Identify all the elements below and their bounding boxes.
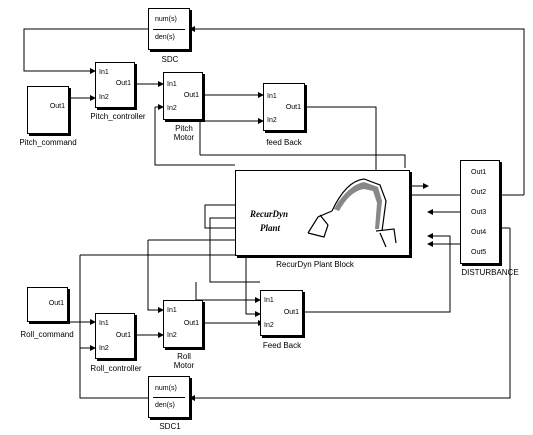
roll-motor-label-line2: Motor: [173, 361, 195, 370]
pitch-controller-in2: In2: [99, 94, 109, 101]
pitch-controller-label: Pitch_controller: [90, 112, 146, 121]
wire-roll-command[interactable]: [67, 311, 96, 325]
wire-sdc-to-pitch-controller[interactable]: [23, 28, 148, 74]
feedback-top-out: Out1: [285, 104, 301, 111]
sdc-denominator: den(s): [155, 34, 175, 41]
feedback-bottom-block[interactable]: In1 Out1 In2: [260, 290, 303, 336]
sdc-label: SDC: [161, 55, 179, 64]
wire-feedback-bottom-to-plant[interactable]: [303, 233, 451, 313]
sdc-fraction-bar: [153, 29, 185, 30]
sdc1-label: SDC1: [159, 422, 181, 431]
plant-block-label: RecurDyn Plant Block: [276, 260, 354, 269]
feedback-bottom-in2: In2: [264, 322, 274, 329]
pitch-motor-in1: In1: [167, 81, 177, 88]
roll-motor-in1: In1: [167, 307, 177, 314]
disturbance-label: DISTURBANCE: [461, 268, 519, 277]
sdc1-block[interactable]: num(s) den(s): [148, 376, 190, 418]
sdc-block[interactable]: num(s) den(s): [148, 8, 190, 50]
sdc1-fraction-bar: [153, 397, 185, 398]
pitch-motor-block[interactable]: In1 Out1 In2: [163, 72, 203, 120]
sdc1-denominator: den(s): [155, 402, 175, 409]
pitch-motor-out: Out1: [183, 92, 199, 99]
roll-motor-in2: In2: [167, 332, 177, 339]
pitch-command-out: Out1: [49, 103, 65, 110]
wire-return-to-sdc1[interactable]: [189, 228, 511, 401]
disturbance-out3: Out3: [471, 209, 487, 216]
pitch-command-label: Pitch_command: [19, 138, 77, 147]
disturbance-out1: Out1: [471, 169, 487, 176]
disturbance-out2: Out2: [471, 189, 487, 196]
roll-motor-label-line1: Roll: [177, 352, 191, 361]
roll-controller-block[interactable]: In1 Out1 In2: [95, 313, 135, 359]
plant-name-line2: Plant: [260, 223, 281, 233]
wire-plant-to-pitch-motor[interactable]: [154, 107, 235, 166]
plant-name-line1: RecurDyn: [250, 209, 288, 219]
feedback-top-in2: In2: [267, 117, 277, 124]
wire-plant-loop[interactable]: [200, 154, 406, 168]
pitch-controller-out: Out1: [115, 80, 131, 87]
feedback-bottom-label: Feed Back: [262, 341, 302, 350]
wire-plant-left-1[interactable]: [204, 204, 235, 229]
feedback-bottom-out: Out1: [283, 309, 299, 316]
roll-command-block[interactable]: Out1: [27, 287, 68, 322]
sdc1-numerator: num(s): [155, 385, 177, 392]
feedback-bottom-in1: In1: [264, 297, 274, 304]
feedback-top-label: feed Back: [266, 138, 302, 147]
wire-to-roll-motor-in1[interactable]: [147, 240, 164, 313]
recurdyn-plant-block[interactable]: RecurDyn Plant: [235, 170, 410, 256]
wire-feedback-bottom-in2[interactable]: [245, 249, 261, 317]
roll-controller-out: Out1: [115, 332, 131, 339]
pitch-motor-label-line1: Pitch: [175, 124, 193, 133]
disturbance-out5: Out5: [471, 249, 487, 256]
roll-controller-in1: In1: [99, 320, 109, 327]
wire-plant-left-2[interactable]: [209, 217, 260, 283]
wire-sdc1-to-roll-controller[interactable]: [79, 348, 148, 399]
roll-motor-block[interactable]: In1 Out1 In2: [163, 300, 203, 348]
pitch-command-block[interactable]: Out1: [27, 86, 69, 134]
sdc-numerator: num(s): [155, 16, 177, 23]
roll-command-out: Out1: [48, 300, 64, 307]
feedback-top-block[interactable]: In1 Out1 In2: [263, 83, 305, 131]
wire-return-to-sdc[interactable]: [189, 26, 525, 195]
wire-feedback-bottom-in1[interactable]: [195, 282, 261, 303]
roll-controller-label: Roll_controller: [90, 364, 142, 373]
pitch-motor-label-line2: Motor: [173, 133, 195, 142]
disturbance-block[interactable]: Out1 Out2 Out3 Out4 Out5: [460, 160, 500, 264]
roll-controller-in2: In2: [99, 345, 109, 352]
roll-motor-out: Out1: [183, 320, 199, 327]
roll-command-label: Roll_command: [20, 330, 74, 339]
disturbance-out4: Out4: [471, 229, 487, 236]
pitch-controller-block[interactable]: In1 Out1 In2: [95, 62, 135, 108]
robot-arm-icon: [307, 178, 397, 248]
pitch-motor-in2: In2: [167, 105, 177, 112]
pitch-controller-in1: In1: [99, 69, 109, 76]
wire-feedback-top-in2[interactable]: [199, 118, 264, 155]
feedback-top-in1: In1: [267, 93, 277, 100]
